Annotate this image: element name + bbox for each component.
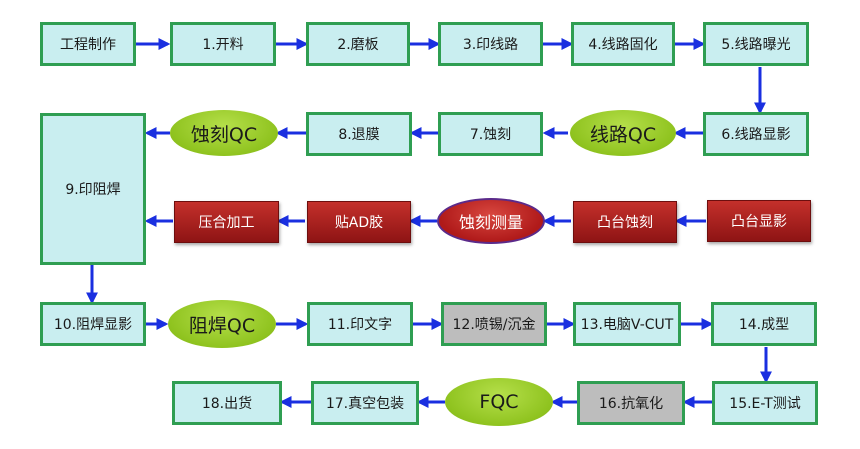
step-2-brushing: 2.磨板 xyxy=(306,22,410,66)
step-11-print-text: 11.印文字 xyxy=(307,302,413,346)
step-7-etching: 7.蚀刻 xyxy=(438,112,543,156)
bump-etch: 凸台蚀刻 xyxy=(573,201,677,243)
etch-measurement: 蚀刻测量 xyxy=(437,198,545,244)
step-9-solder-mask-print: 9.印阻焊 xyxy=(40,113,146,265)
step-18-shipping: 18.出货 xyxy=(172,381,282,425)
step-5-circuit-exposure: 5.线路曝光 xyxy=(703,22,809,66)
step-13-v-cut: 13.电脑V-CUT xyxy=(573,302,681,346)
qc-circuit: 线路QC xyxy=(570,110,676,156)
press-process: 压合加工 xyxy=(174,201,279,243)
fqc: FQC xyxy=(445,378,553,426)
step-6-circuit-develop: 6.线路显影 xyxy=(703,112,809,156)
step-3-print-circuit: 3.印线路 xyxy=(438,22,543,66)
attach-ad-glue: 贴AD胶 xyxy=(307,201,411,243)
step-1-cutting: 1.开料 xyxy=(170,22,276,66)
step-10-solder-mask-develop: 10.阻焊显影 xyxy=(40,302,146,346)
step-15-et-test: 15.E-T测试 xyxy=(712,381,818,425)
qc-solder-mask: 阻焊QC xyxy=(168,300,276,348)
step-4-circuit-cure: 4.线路固化 xyxy=(571,22,675,66)
step-16-anti-oxidation: 16.抗氧化 xyxy=(577,381,685,425)
bump-develop: 凸台显影 xyxy=(707,200,811,242)
step-12-hasl-enig: 12.喷锡/沉金 xyxy=(441,302,547,346)
step-14-forming: 14.成型 xyxy=(711,302,817,346)
step-8-strip-film: 8.退膜 xyxy=(306,112,412,156)
step-engineering: 工程制作 xyxy=(40,22,136,66)
step-17-vacuum-pack: 17.真空包装 xyxy=(311,381,419,425)
qc-etching: 蚀刻QC xyxy=(170,110,278,156)
